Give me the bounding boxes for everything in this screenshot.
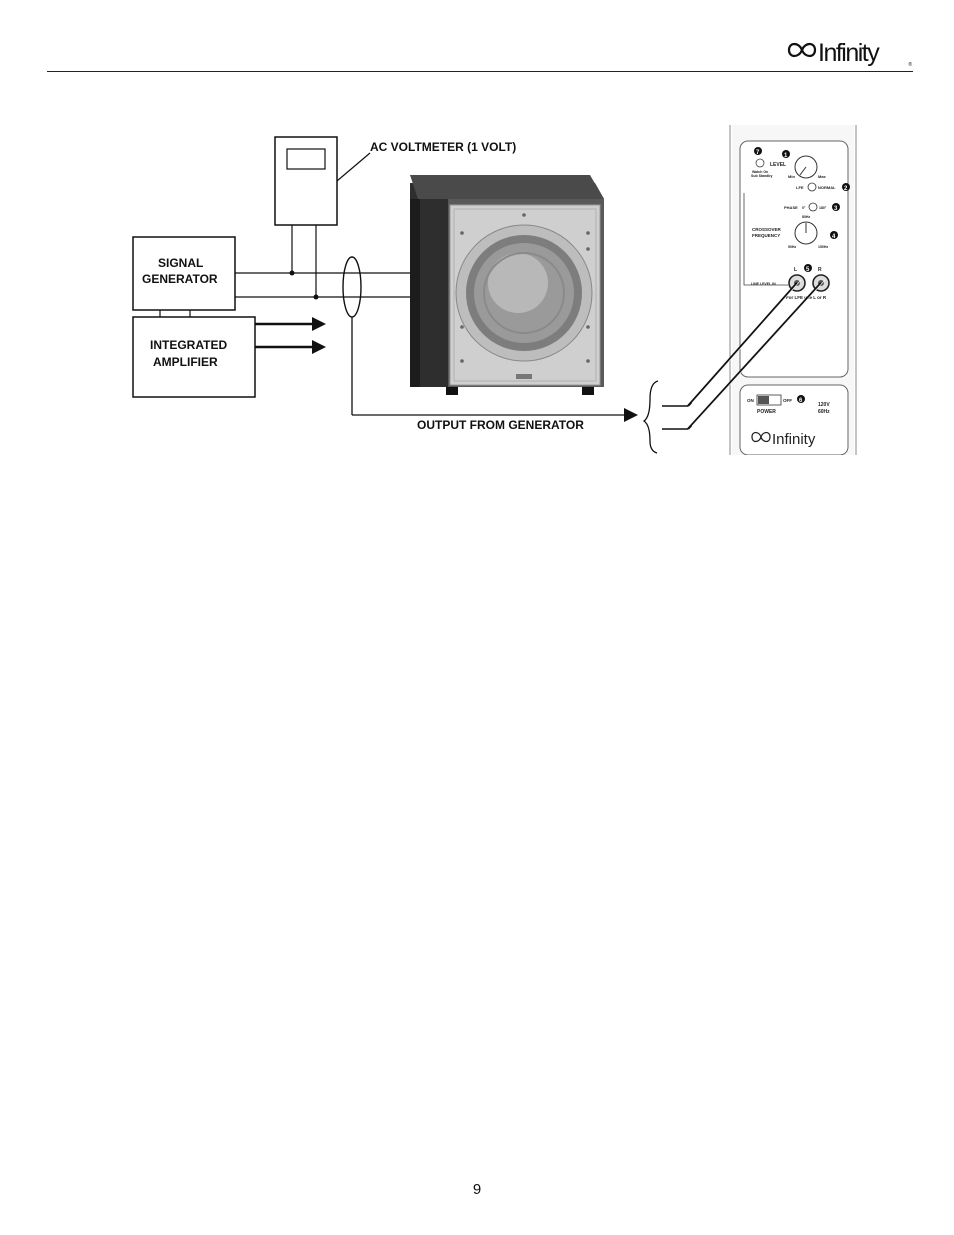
infinity-mark-icon <box>751 431 771 443</box>
panel-off-label: OFF <box>783 398 792 403</box>
panel-crossover-label-1: CROSSOVER <box>752 227 782 232</box>
panel-voltage-label: 120V <box>818 402 830 408</box>
panel-num-4: 4 <box>832 234 836 240</box>
infinity-logo: Infinity ® <box>786 36 916 72</box>
panel-num-7: 7 <box>756 150 760 156</box>
panel-lfe-label: LFE <box>796 185 804 190</box>
panel-num-6: 6 <box>799 398 803 404</box>
panel-standby-label: Sub Standby <box>751 174 772 178</box>
output-label: OUTPUT FROM GENERATOR <box>417 418 584 432</box>
panel-freq-50: 50Hz <box>788 245 796 249</box>
panel-on-label: ON <box>747 398 754 403</box>
panel-freq-80: 80Hz <box>802 215 810 219</box>
header-rule <box>47 71 913 72</box>
arrow-right-icon <box>312 317 326 331</box>
infinity-mark-icon <box>787 42 817 58</box>
panel-freq-150: 150Hz <box>818 245 828 249</box>
panel-r-label: R <box>818 267 822 273</box>
rear-panel: 7 Watch On Sub Standby 1 LEVEL Min Max L… <box>687 125 857 455</box>
panel-hz-label: 60Hz <box>818 409 830 415</box>
panel-crossover-label-2: FREQUENCY <box>752 233 780 238</box>
trademark-icon: ® <box>908 62 912 68</box>
signal-generator-label-2: GENERATOR <box>142 272 218 286</box>
panel-level-label: LEVEL <box>770 162 786 168</box>
connection-diagram: AC VOLTMETER (1 VOLT) SIGNAL GENERATOR I… <box>132 125 857 455</box>
page-number: 9 <box>472 1181 482 1198</box>
panel-power-label: POWER <box>757 409 776 415</box>
panel-num-1: 1 <box>784 153 788 159</box>
panel-num-5: 5 <box>806 267 810 273</box>
panel-line-level-label: LINE LEVEL IN <box>751 282 776 286</box>
signal-generator-label-1: SIGNAL <box>158 256 203 270</box>
voltmeter: AC VOLTMETER (1 VOLT) <box>274 136 516 300</box>
panel-phase-label: PHASE <box>784 205 798 210</box>
output-cable: OUTPUT FROM GENERATOR <box>342 256 688 454</box>
panel-min-label: Min <box>788 174 795 179</box>
panel-watch-label: Watch On <box>752 170 768 174</box>
arrow-right-icon <box>624 408 638 422</box>
panel-normal-label: NORMAL <box>818 185 836 190</box>
panel-max-label: Max <box>818 174 827 179</box>
subwoofer-image <box>410 175 604 395</box>
panel-num-2: 2 <box>844 186 848 192</box>
logo-wordmark: Infinity <box>818 39 880 67</box>
panel-phase-0: 0° <box>802 206 806 210</box>
integrated-amplifier: INTEGRATED AMPLIFIER <box>132 316 326 398</box>
signal-generator: SIGNAL GENERATOR <box>132 236 410 317</box>
voltmeter-label: AC VOLTMETER (1 VOLT) <box>370 140 516 154</box>
panel-num-3: 3 <box>834 206 838 212</box>
panel-phase-180: 180° <box>819 206 827 210</box>
amplifier-label-2: AMPLIFIER <box>153 355 218 369</box>
amplifier-label-1: INTEGRATED <box>150 338 227 352</box>
panel-l-label: L <box>794 267 797 273</box>
panel-brand: Infinity <box>772 431 816 448</box>
arrow-right-icon <box>312 340 326 354</box>
